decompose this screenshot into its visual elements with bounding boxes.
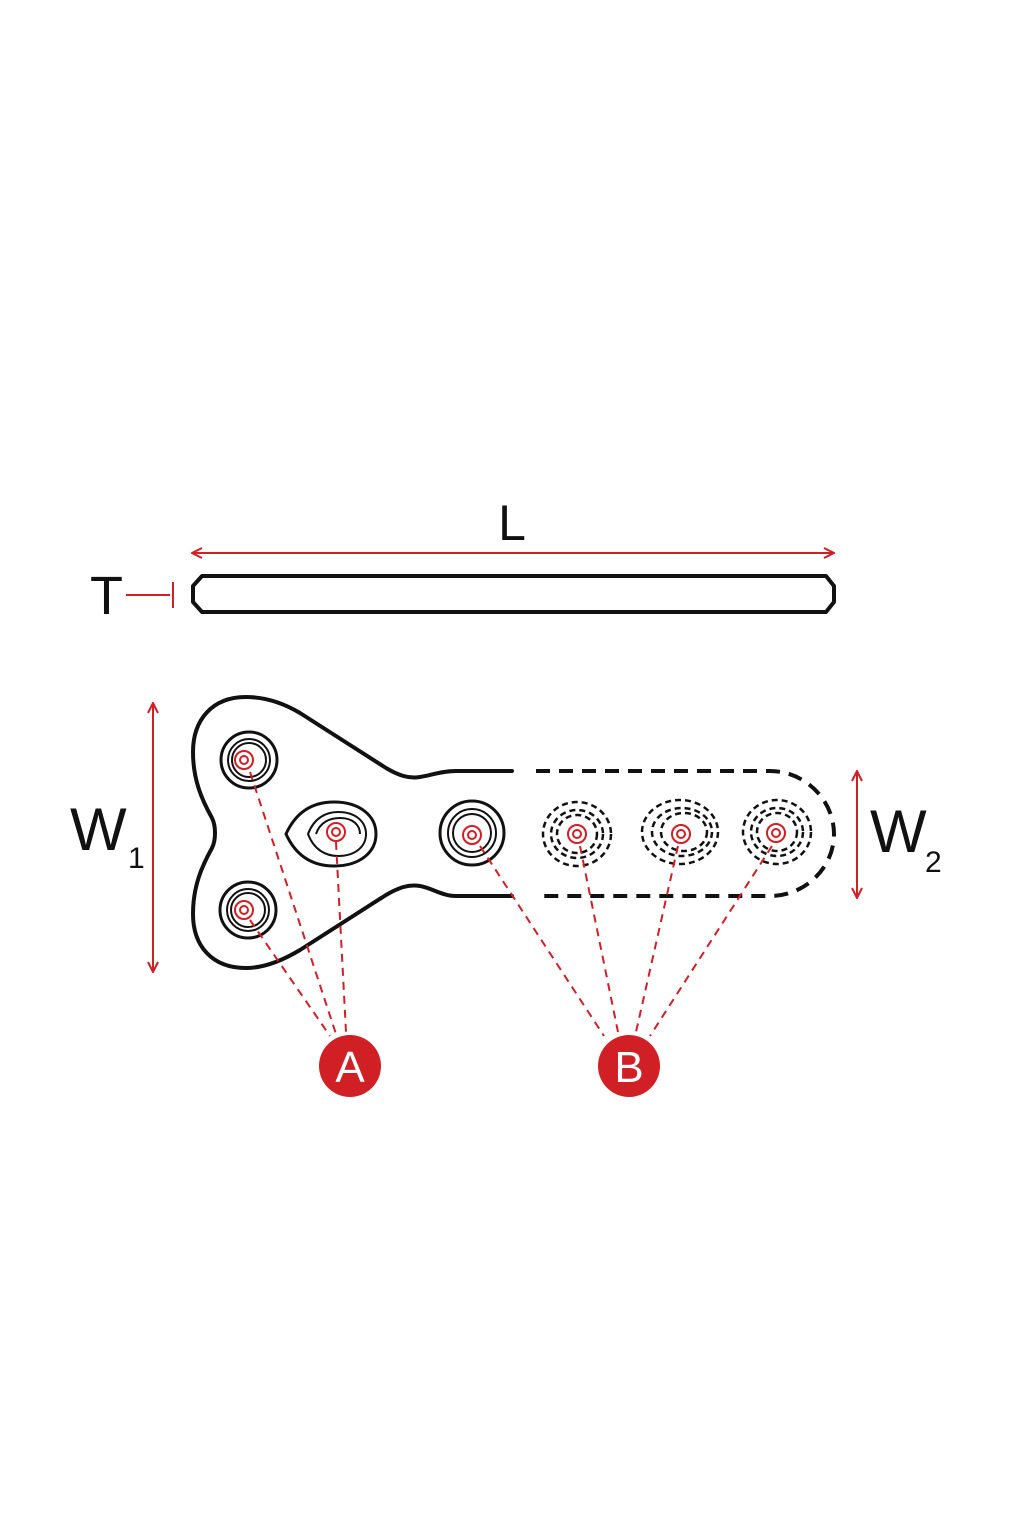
callout-a-badge: A (319, 1035, 381, 1097)
screw-hole-b3-optional (640, 798, 720, 866)
screw-hole-b1 (438, 799, 506, 867)
callout-b-leaders (479, 845, 773, 1037)
length-label: L (498, 495, 526, 551)
width2-subscript: 2 (925, 846, 942, 879)
callout-b-label: B (614, 1043, 643, 1092)
screw-hole-a2 (218, 880, 278, 940)
width1-subscript: 1 (128, 842, 145, 875)
callout-a-leaders (249, 771, 347, 1037)
thickness-label: T (90, 566, 123, 626)
screw-hole-a1 (219, 730, 279, 790)
width1-main: W (70, 796, 127, 863)
screw-hole-a3-oval (284, 800, 378, 868)
width2-main: W (870, 798, 927, 865)
screw-hole-b2-optional (541, 800, 613, 868)
side-view: L T (90, 495, 836, 626)
width2-label: W (870, 798, 927, 865)
top-view: W 1 W 2 (70, 695, 942, 972)
width1-label: W (70, 796, 127, 863)
callout-a-label: A (335, 1043, 365, 1092)
plate-side-profile (191, 574, 836, 614)
screw-hole-b4-optional (741, 798, 813, 866)
plate-top-outline-solid (191, 695, 514, 970)
plate-top-outline-dashed (536, 769, 837, 898)
callout-b-badge: B (598, 1035, 660, 1097)
